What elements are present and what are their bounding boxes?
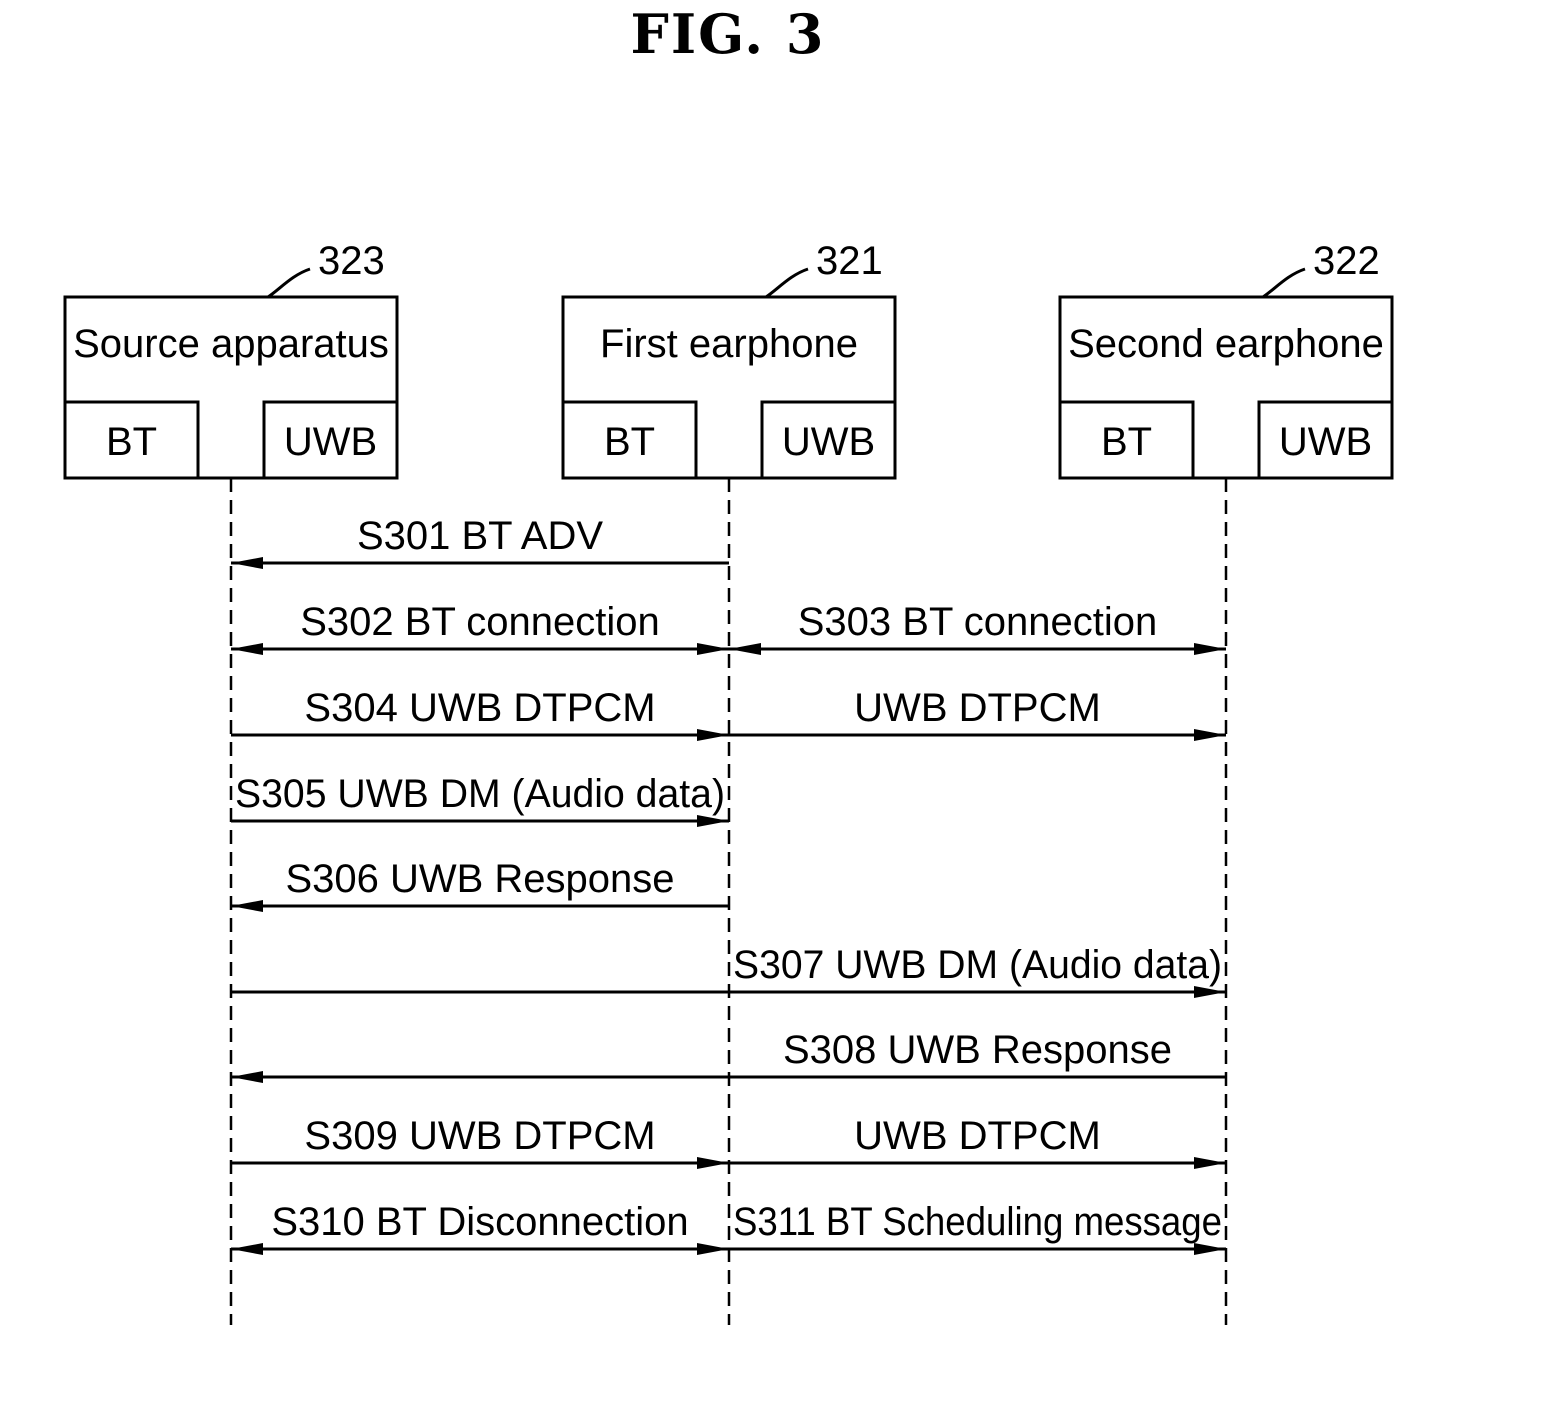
arrowhead-right-icon (1194, 1243, 1226, 1255)
arrowhead-right-icon (1194, 643, 1226, 655)
message-label: S311 BT Scheduling message (733, 1200, 1222, 1244)
figure-title: FIG. 3 (630, 2, 826, 66)
reference-leader (765, 267, 809, 299)
arrowhead-right-icon (697, 815, 729, 827)
message-label: UWB DTPCM (854, 1114, 1101, 1158)
arrowhead-right-icon (697, 729, 729, 741)
entity-name: Source apparatus (73, 322, 389, 366)
arrowhead-right-icon (697, 1157, 729, 1169)
message-label: S302 BT connection (300, 600, 660, 644)
reference-leader (1262, 267, 1306, 299)
bt-label: BT (1101, 420, 1152, 464)
arrowhead-right-icon (697, 643, 729, 655)
bt-module-box (1058, 400, 1195, 480)
arrowhead-right-icon (1194, 729, 1226, 741)
reference-number: 321 (816, 239, 883, 283)
message-label: S309 UWB DTPCM (304, 1114, 655, 1158)
arrowhead-right-icon (697, 1243, 729, 1255)
message-label: S307 UWB DM (Audio data) (733, 943, 1222, 987)
arrowhead-left-icon (231, 1071, 263, 1083)
bt-label: BT (604, 420, 655, 464)
arrowhead-right-icon (1194, 1157, 1226, 1169)
message-label: S305 UWB DM (Audio data) (235, 772, 725, 816)
reference-leader (267, 267, 311, 299)
bt-module-box (63, 400, 200, 480)
uwb-label: UWB (782, 420, 875, 464)
uwb-module-box (1257, 400, 1394, 480)
uwb-module-box (262, 400, 399, 480)
bt-label: BT (106, 420, 157, 464)
message-label: S306 UWB Response (285, 857, 674, 901)
reference-number: 323 (318, 239, 385, 283)
reference-number: 322 (1313, 239, 1380, 283)
uwb-module-box (760, 400, 897, 480)
entity-name: Second earphone (1068, 322, 1384, 366)
arrowhead-right-icon (1194, 986, 1226, 998)
message-label: S301 BT ADV (357, 514, 603, 558)
bt-module-box (561, 400, 698, 480)
uwb-label: UWB (1279, 420, 1372, 464)
message-label: UWB DTPCM (854, 686, 1101, 730)
message-label: S310 BT Disconnection (271, 1200, 688, 1244)
uwb-label: UWB (284, 420, 377, 464)
message-label: S308 UWB Response (783, 1028, 1172, 1072)
arrowhead-left-icon (231, 557, 263, 569)
arrowhead-left-icon (231, 643, 263, 655)
message-label: S304 UWB DTPCM (304, 686, 655, 730)
arrowhead-left-icon (231, 1243, 263, 1255)
entity-name: First earphone (600, 322, 858, 366)
arrowhead-left-icon (231, 900, 263, 912)
arrowhead-left-icon (729, 643, 761, 655)
message-label: S303 BT connection (798, 600, 1158, 644)
